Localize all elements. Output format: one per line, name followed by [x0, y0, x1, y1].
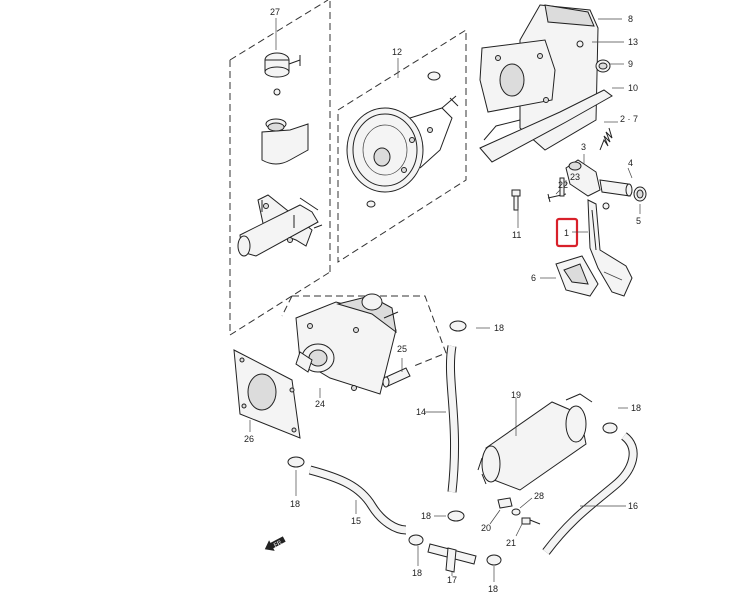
label-25: 25 [397, 344, 407, 354]
brake-pedal [587, 199, 633, 297]
return-spring [599, 127, 613, 151]
label-8: 8 [628, 14, 633, 24]
vacuum-pump [295, 293, 399, 395]
label-12: 12 [392, 47, 402, 57]
label-20: 20 [481, 523, 491, 533]
pedal-pad [555, 255, 599, 297]
fitting-25 [382, 367, 411, 388]
label-18-bottom-right: 18 [488, 584, 498, 594]
label-26: 26 [244, 434, 254, 444]
tee-joint [427, 543, 477, 573]
label-27: 27 [270, 7, 280, 17]
label-3: 3 [581, 142, 586, 152]
label-11: 11 [512, 230, 521, 240]
label-18-left: 18 [290, 499, 300, 509]
pedal-shaft-bushing [565, 159, 601, 197]
master-cylinder [237, 194, 323, 257]
vacuum-hose-14-inner [446, 345, 459, 493]
label-18-top: 18 [494, 323, 504, 333]
brake-fluid-reservoir [261, 118, 309, 165]
brake-booster [346, 71, 459, 208]
label-15: 15 [351, 516, 361, 526]
bolt-21 [521, 517, 541, 525]
vacuum-tank [477, 393, 593, 491]
group-boundary-27 [229, 0, 331, 336]
label-18-bottom-left: 18 [412, 568, 422, 578]
label-5: 5 [636, 216, 641, 226]
label-9: 9 [628, 59, 633, 69]
front-direction-label: FR [273, 540, 283, 549]
label-28: 28 [534, 491, 544, 501]
washer-28 [511, 508, 521, 516]
label-4: 4 [628, 158, 633, 168]
label-24: 24 [315, 399, 325, 409]
label-2-7: 2 · 7 [620, 114, 638, 124]
label-18-mid: 18 [421, 511, 431, 521]
highlight-box-part-1 [555, 217, 579, 248]
leader-lines [249, 18, 641, 582]
label-19: 19 [511, 390, 521, 400]
label-10: 10 [628, 83, 638, 93]
label-23: 23 [570, 172, 580, 182]
group-boundary-12 [337, 29, 467, 263]
part-labels: 27 12 8 13 9 10 2 · 7 3 4 5 1 6 11 23 22… [244, 7, 641, 594]
hose-clamp [287, 320, 618, 566]
pedal-shaft-ring [633, 186, 647, 202]
label-1: 1 [564, 228, 569, 238]
pump-gasket [233, 349, 301, 439]
label-22: 22 [558, 180, 568, 190]
vacuum-hose-16-inner [543, 433, 637, 555]
label-14: 14 [416, 407, 426, 417]
pin-23 [559, 177, 565, 197]
label-13: 13 [628, 37, 638, 47]
label-21: 21 [506, 538, 516, 548]
group-boundary-24 [281, 295, 447, 367]
vacuum-hose-15-inner [309, 466, 407, 534]
pedal-shaft [599, 179, 633, 197]
label-17: 17 [447, 575, 457, 585]
pedal-bracket [479, 4, 613, 163]
front-direction-marker: FR [264, 536, 286, 551]
reservoir-cap-part [264, 52, 301, 96]
label-16: 16 [628, 501, 638, 511]
bolt-11 [511, 189, 521, 211]
label-6: 6 [531, 273, 536, 283]
nut-20 [497, 497, 513, 509]
label-18-right: 18 [631, 403, 641, 413]
